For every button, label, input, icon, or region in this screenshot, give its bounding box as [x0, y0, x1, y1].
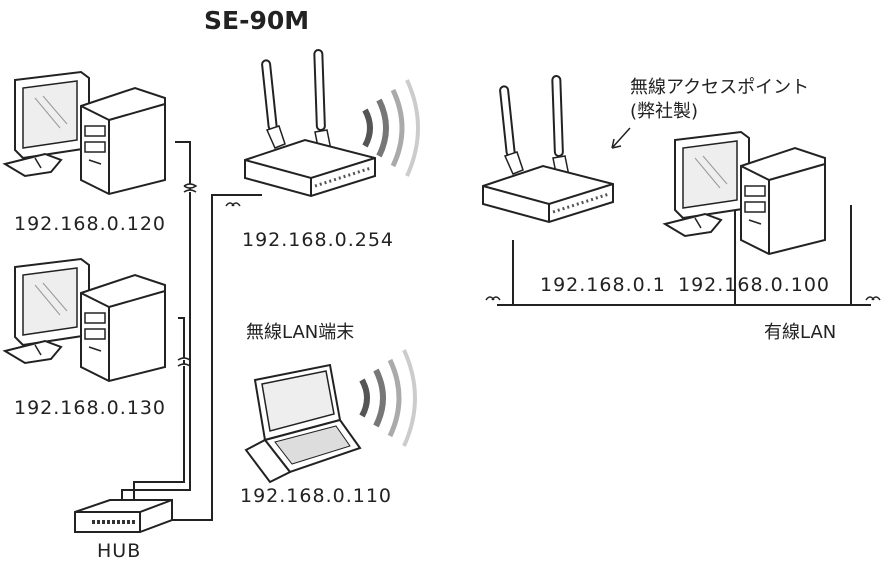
wireless-terminal-label: 無線LAN端末 [246, 322, 355, 343]
wired-lan-label: 有線LAN [764, 322, 837, 343]
wireless-router-icon [243, 48, 377, 198]
access-point-maker-label: (弊社製) [630, 101, 699, 122]
se90m-ip-label: 192.168.0.254 [242, 229, 395, 251]
pc2-ip-label: 192.168.0.130 [14, 397, 167, 419]
laptop-ip-label: 192.168.0.110 [240, 485, 393, 507]
desktop-pc-icon [4, 71, 166, 195]
laptop-icon [244, 363, 362, 484]
pc3-ip-label: 192.168.0.100 [678, 274, 831, 296]
access-point-arrow [611, 127, 631, 149]
desktop-pc-icon [4, 258, 166, 382]
cable-break-marks [177, 183, 881, 367]
hub-icon [74, 499, 173, 533]
access-point-label: 無線アクセスポイント [630, 77, 810, 98]
access-point-icon [481, 74, 615, 224]
device-title: SE-90M [204, 6, 310, 35]
hub-label: HUB [97, 540, 142, 562]
cables [121, 141, 871, 521]
radio-wave-icon [362, 350, 415, 446]
pc1-ip-label: 192.168.0.120 [14, 213, 167, 235]
ap-ip-label: 192.168.0.1 [540, 274, 666, 296]
desktop-pc-icon [664, 131, 826, 255]
